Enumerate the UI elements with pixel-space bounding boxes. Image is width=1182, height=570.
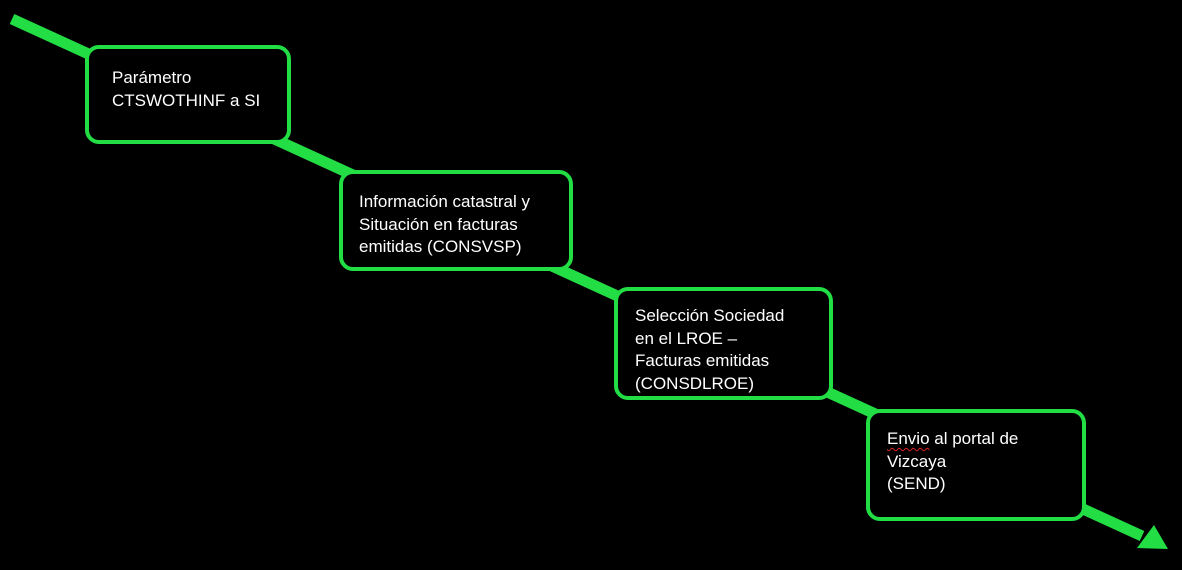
step-4-line-2: Vizcaya [887,451,947,471]
step-4-line-1-rest: al portal de [929,429,1019,448]
step-2-line-3: emitidas (CONSVSP) [359,237,522,256]
step-4-spellcheck-word: Envio [887,429,930,448]
step-4-line-1: Envio al portal de [887,428,1082,451]
step-3-line-4: (CONSDLROE) [635,373,755,393]
step-3-line-1: Selección Sociedad [635,306,785,325]
step-1-line-1: Parámetro [112,68,192,87]
step-box-consdlroe: Selección Sociedad en el LROE – Facturas… [614,287,833,400]
step-box-send: Envio al portal de Vizcaya (SEND) [866,409,1086,521]
arrowhead-icon [1137,525,1168,549]
step-3-line-3: Facturas emitidas [635,351,770,370]
step-box-consvsp: Información catastral y Situación en fac… [339,170,573,271]
step-2-line-1: Información catastral y [359,192,531,211]
step-2-line-2: Situación en facturas [359,214,518,234]
step-4-line-3: (SEND) [887,474,946,493]
step-box-parametro: Parámetro CTSWOTHINF a SI [85,45,291,144]
step-3-line-2: en el LROE – [635,328,738,348]
step-1-line-2: CTSWOTHINF a SI [112,90,261,110]
